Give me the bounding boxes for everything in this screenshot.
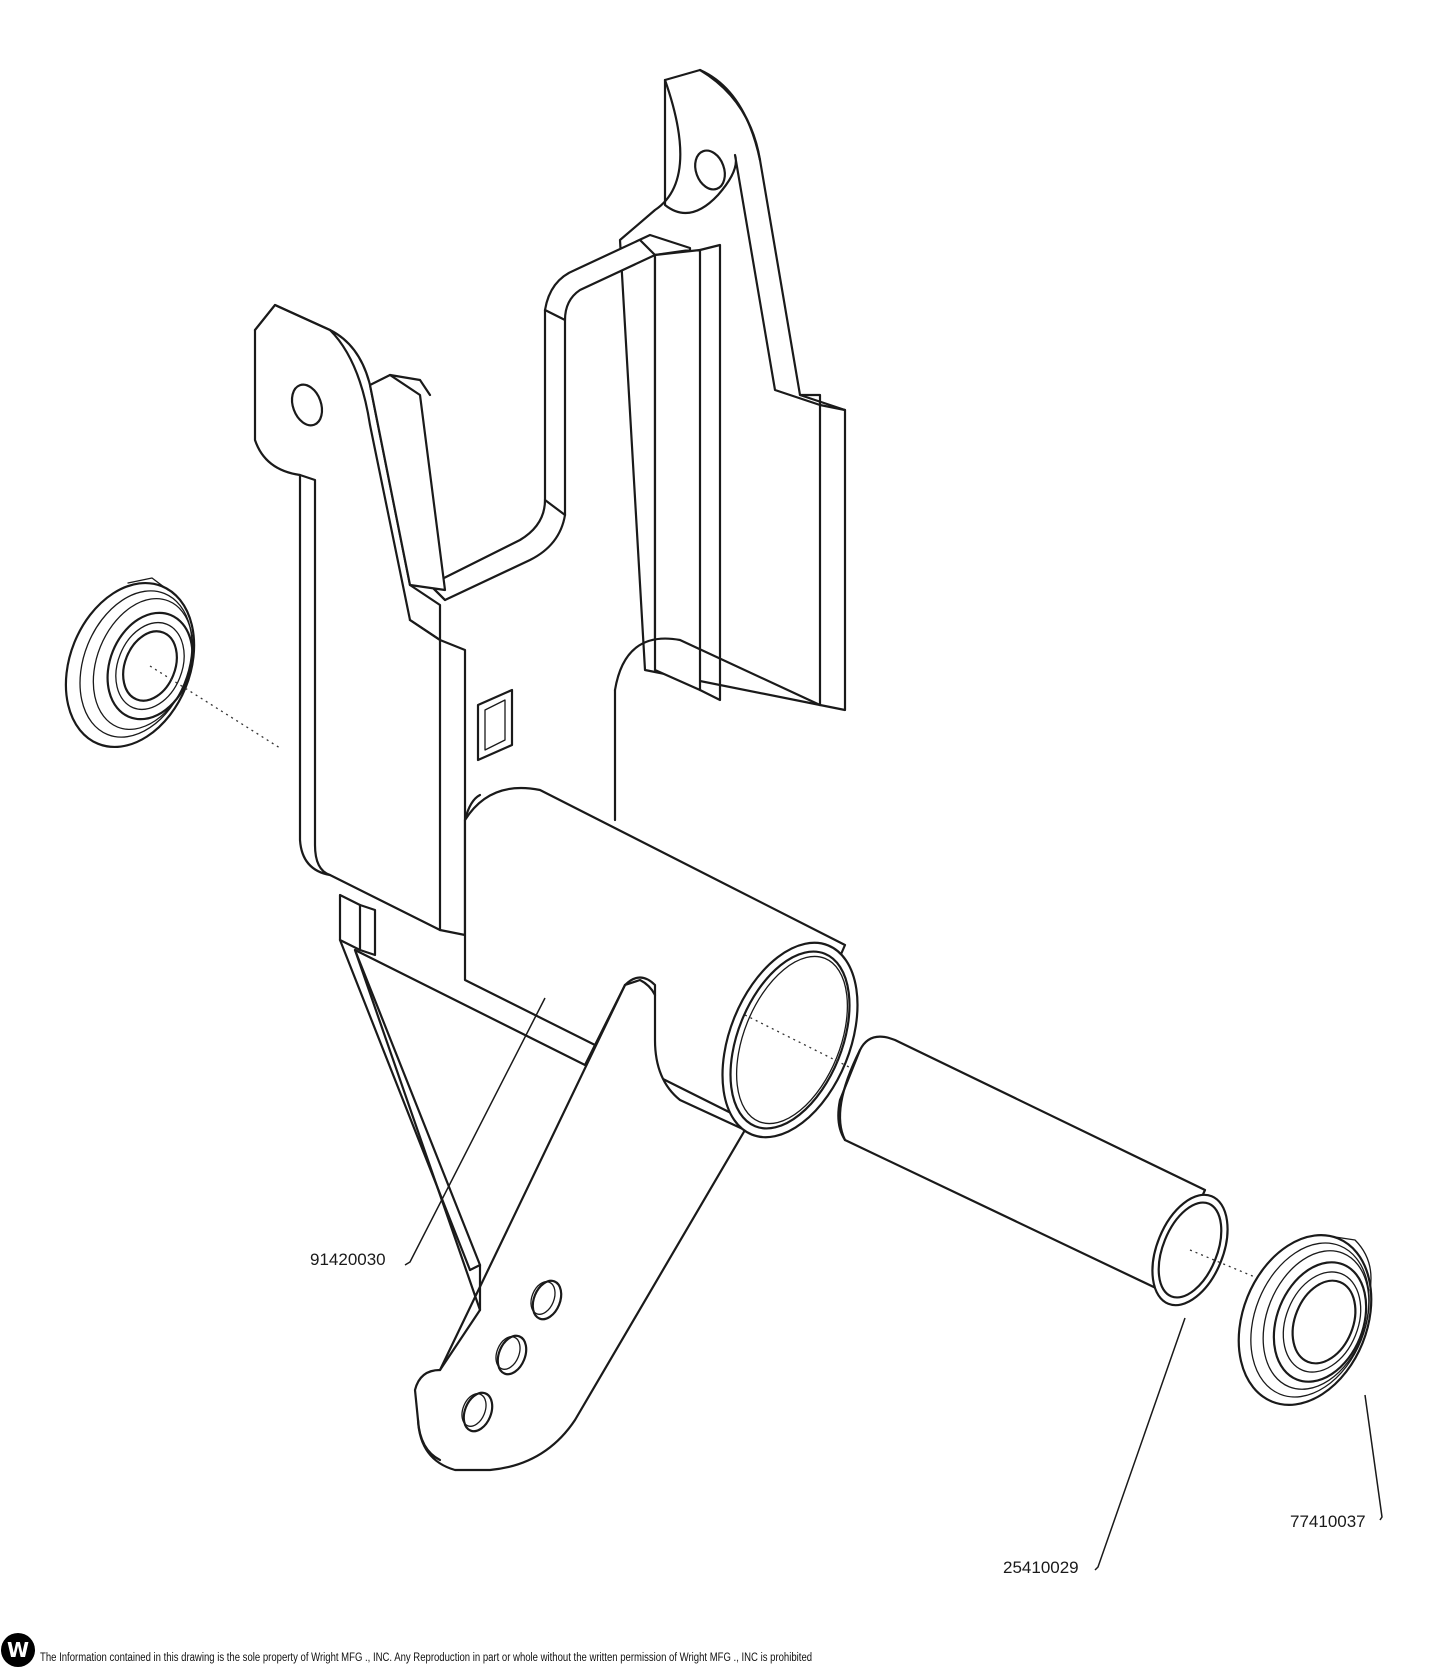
wright-logo-icon: W [1, 1633, 35, 1667]
part-label-bearing: 77410037 [1290, 1512, 1366, 1531]
left-axis-line [149, 665, 281, 749]
copyright-notice: The Information contained in this drawin… [40, 1652, 813, 1664]
leader-arm [404, 997, 546, 1266]
pivot-arm-bracket [253, 68, 859, 1472]
part-label-bushing: 25410029 [1003, 1558, 1079, 1577]
leader-bearing [1364, 1394, 1383, 1521]
centre-axis-line [744, 1014, 866, 1076]
bushing-sleeve [837, 1035, 1229, 1307]
leader-bushing [1094, 1317, 1186, 1571]
svg-text:W: W [7, 1638, 29, 1662]
left-flange-bearing [64, 577, 196, 749]
part-label-arm: 91420030 [310, 1250, 386, 1269]
right-flange-bearing [1237, 1234, 1373, 1406]
